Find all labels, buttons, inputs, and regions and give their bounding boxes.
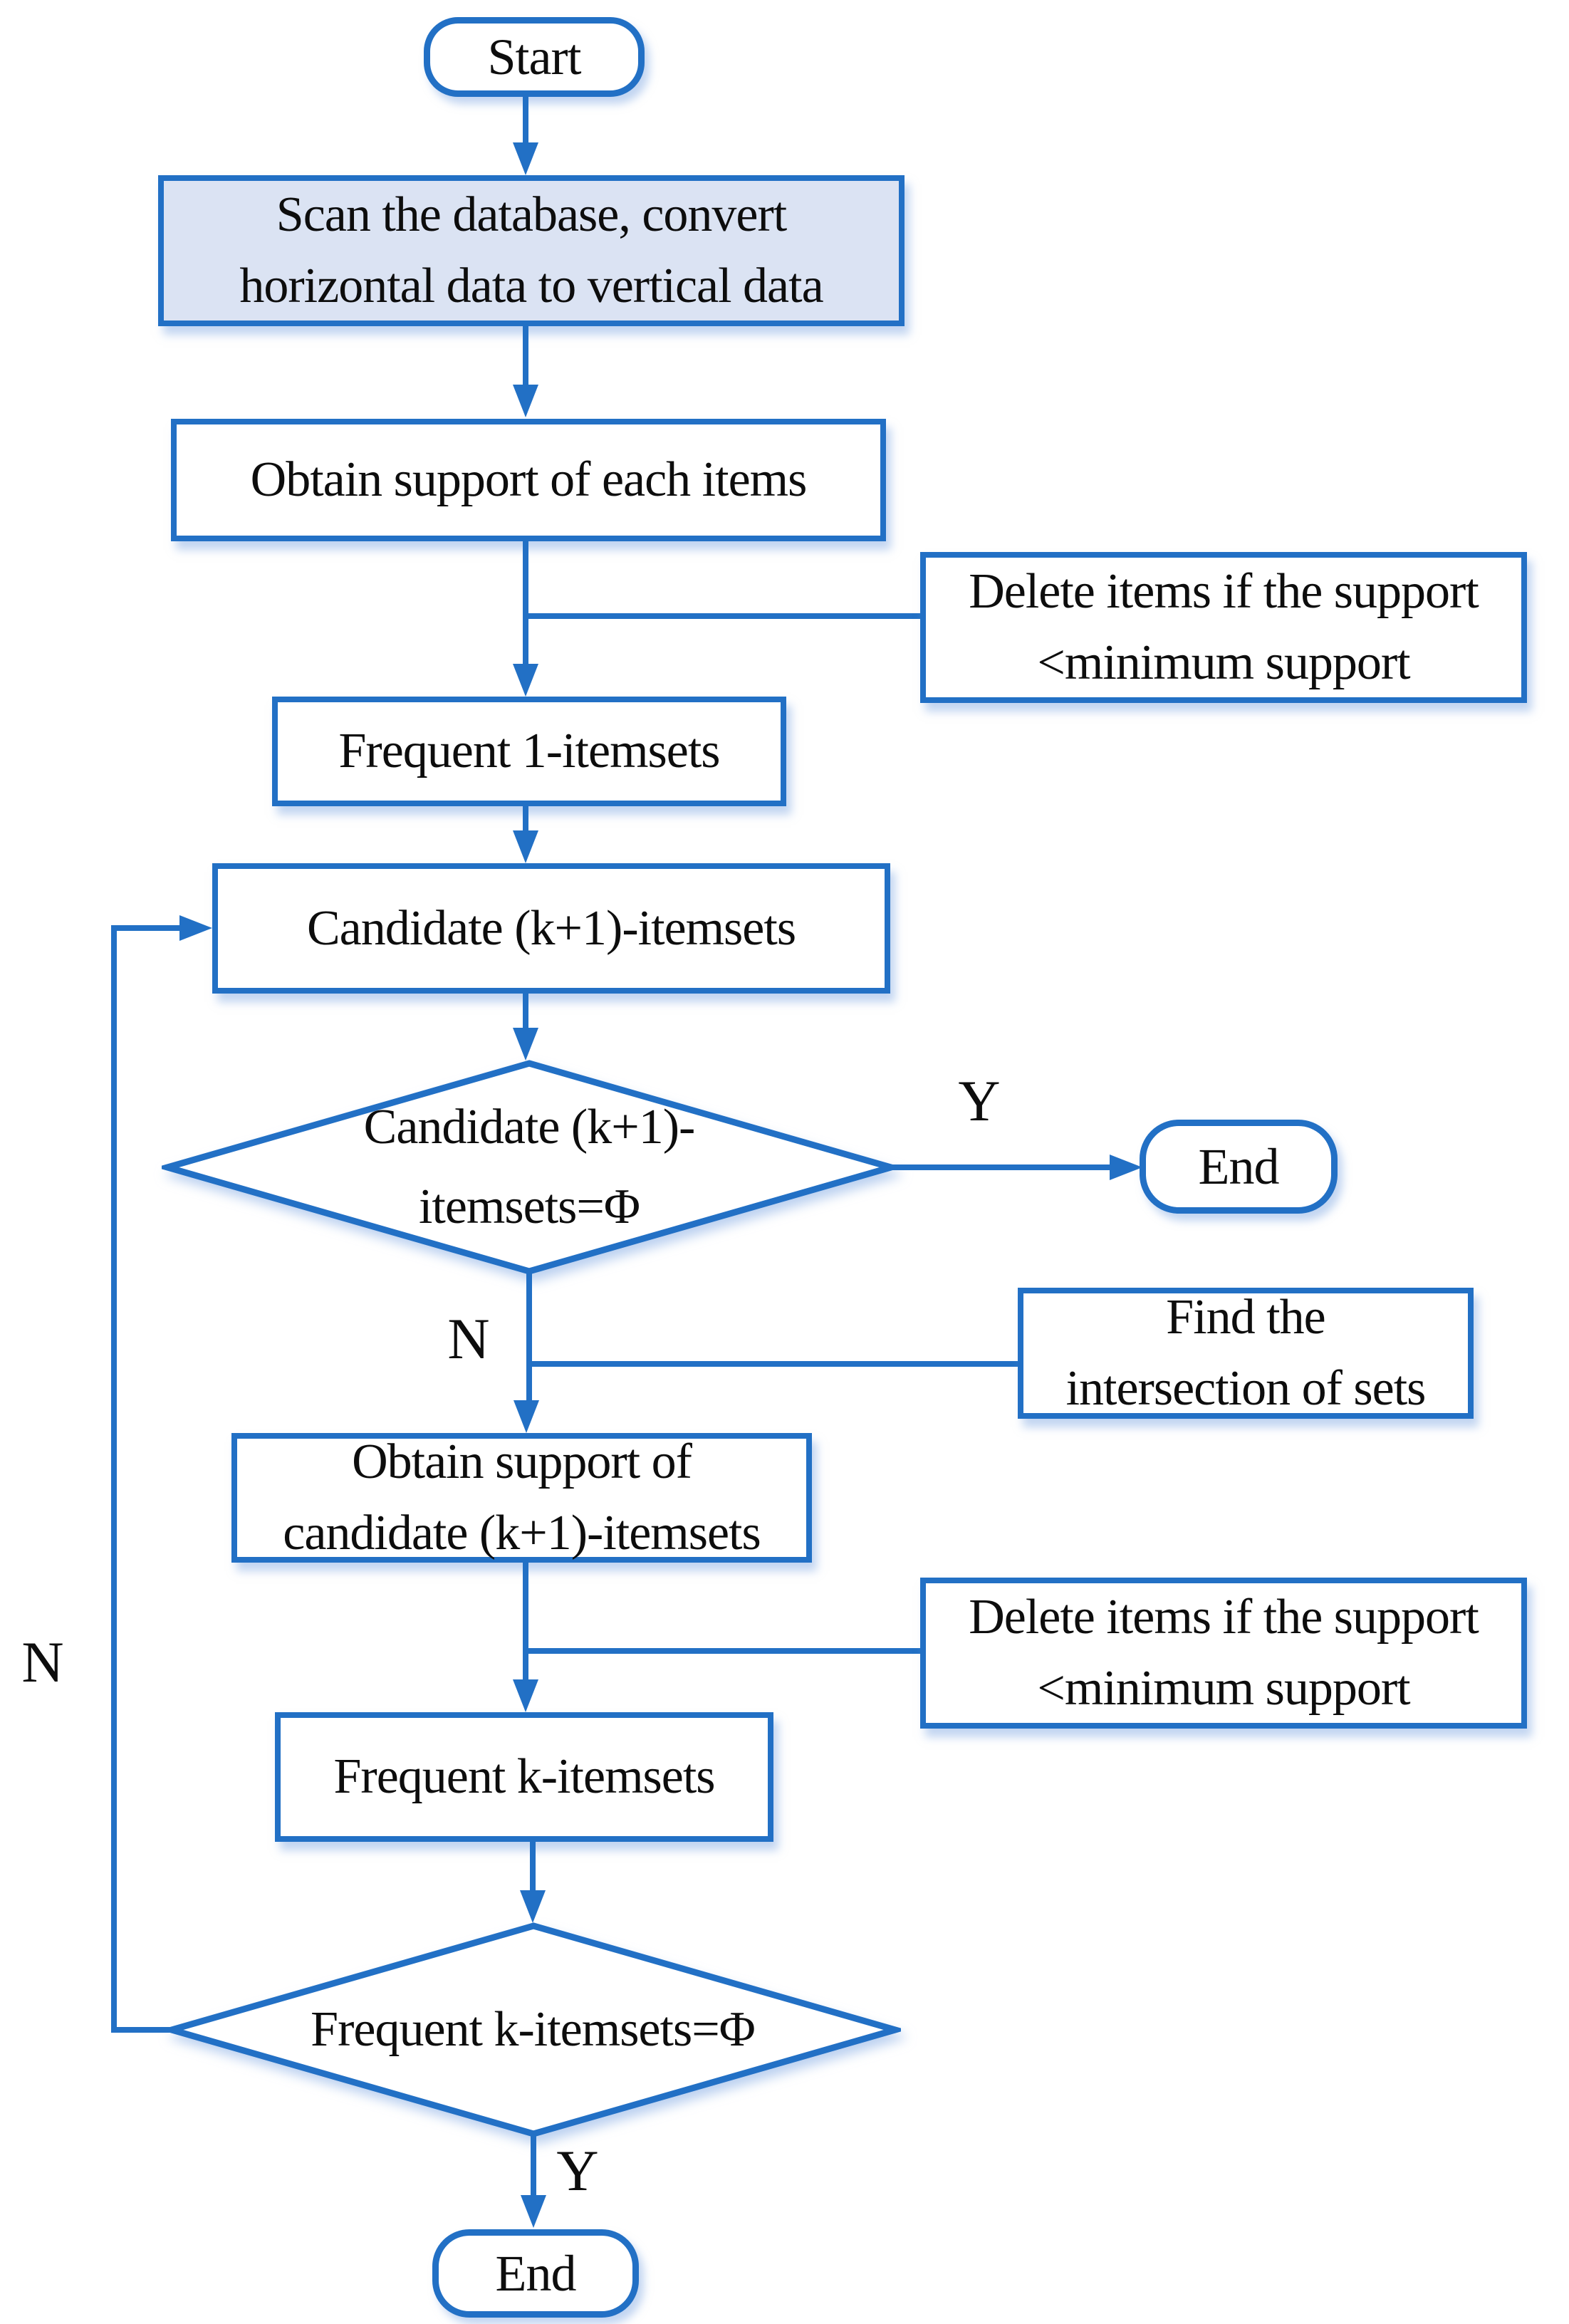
obtain2-line1: Obtain support of: [352, 1434, 692, 1489]
obtain-support-candidate-process: Obtain support of candidate (k+1)-itemse…: [231, 1433, 812, 1563]
delete1-line1: Delete items if the support: [969, 564, 1479, 619]
connector-scan-obtain1: [523, 326, 528, 386]
find-line1: Find the: [1166, 1290, 1325, 1345]
arrowhead-down-icon: [521, 2195, 546, 2228]
obtain2-line2: candidate (k+1)-itemsets: [283, 1506, 761, 1560]
connector-obtain1-frequent1: [523, 541, 528, 665]
arrowhead-down-icon: [513, 830, 538, 863]
find-intersection-process: Find the intersection of sets: [1018, 1288, 1474, 1419]
connector-decision1-obtain2: [526, 1271, 532, 1402]
decision1-line1: Candidate (k+1)-: [363, 1100, 696, 1155]
connector-start-scan: [523, 95, 528, 144]
arrowhead-down-icon: [513, 142, 538, 175]
arrowhead-down-icon: [513, 1679, 538, 1712]
frequentk-label: Frequent k-itemsets: [333, 1749, 715, 1804]
connector-loop-top: [111, 925, 179, 931]
delete1-line2: <minimum support: [1037, 635, 1410, 690]
arrowhead-down-icon: [520, 1890, 546, 1923]
end-bottom-label: End: [495, 2245, 577, 2302]
start-label: Start: [487, 28, 582, 85]
decision2-yes-label: Y: [556, 2138, 599, 2203]
connector-decision1-end: [891, 1164, 1112, 1170]
delete-items-process-1: Delete items if the support <minimum sup…: [920, 552, 1527, 703]
arrowhead-right-icon: [179, 915, 212, 941]
connector-loop-stub: [117, 2027, 174, 2033]
end-top-label: End: [1198, 1138, 1280, 1195]
candidate-itemsets-process: Candidate (k+1)-itemsets: [212, 863, 890, 994]
scan-line2: horizontal data to vertical data: [239, 259, 823, 313]
end-terminator-bottom: End: [432, 2229, 639, 2318]
end-terminator-top: End: [1140, 1120, 1338, 1214]
obtain-support-items-process: Obtain support of each items: [171, 419, 886, 541]
decision1-yes-label: Y: [958, 1068, 1001, 1133]
candidate-label: Candidate (k+1)-itemsets: [306, 900, 796, 956]
scan-database-process: Scan the database, convert horizontal da…: [158, 175, 905, 326]
connector-frequentk-decision2: [530, 1842, 536, 1893]
decision1-line2: itemsets=Φ: [418, 1179, 640, 1234]
find-line2: intersection of sets: [1065, 1361, 1427, 1416]
decision1-text: Candidate (k+1)- itemsets=Φ: [230, 1074, 828, 1261]
connector-decision2-end: [531, 2134, 536, 2197]
connector-frequent1-candidate: [523, 806, 528, 832]
frequent-1-itemsets-process: Frequent 1-itemsets: [272, 697, 786, 806]
delete-items-process-2: Delete items if the support <minimum sup…: [920, 1578, 1527, 1729]
connector-branch-delete1: [526, 613, 923, 619]
scan-line1: Scan the database, convert: [276, 187, 787, 242]
arrowhead-right-icon: [1110, 1155, 1142, 1180]
decision1-no-label: N: [447, 1306, 490, 1371]
obtain1-label: Obtain support of each items: [250, 452, 808, 507]
start-terminator: Start: [424, 17, 645, 97]
arrowhead-down-icon: [513, 664, 538, 697]
arrowhead-down-icon: [513, 1028, 538, 1061]
connector-obtain2-frequentk: [523, 1563, 528, 1681]
connector-branch-find: [526, 1361, 1018, 1367]
arrowhead-down-icon: [513, 385, 538, 417]
delete2-line2: <minimum support: [1037, 1661, 1410, 1716]
arrowhead-down-icon: [514, 1400, 539, 1433]
frequent-k-itemsets-process: Frequent k-itemsets: [275, 1712, 773, 1842]
delete2-line1: Delete items if the support: [969, 1590, 1479, 1645]
connector-candidate-decision1: [523, 994, 528, 1029]
decision2-text: Frequent k-itemsets=Φ: [212, 1984, 853, 2075]
connector-loop-vertical: [111, 925, 117, 2033]
connector-branch-delete2: [526, 1648, 920, 1654]
decision2-no-label: N: [21, 1630, 64, 1694]
decision2-label: Frequent k-itemsets=Φ: [311, 2002, 756, 2057]
frequent1-label: Frequent 1-itemsets: [338, 724, 720, 778]
